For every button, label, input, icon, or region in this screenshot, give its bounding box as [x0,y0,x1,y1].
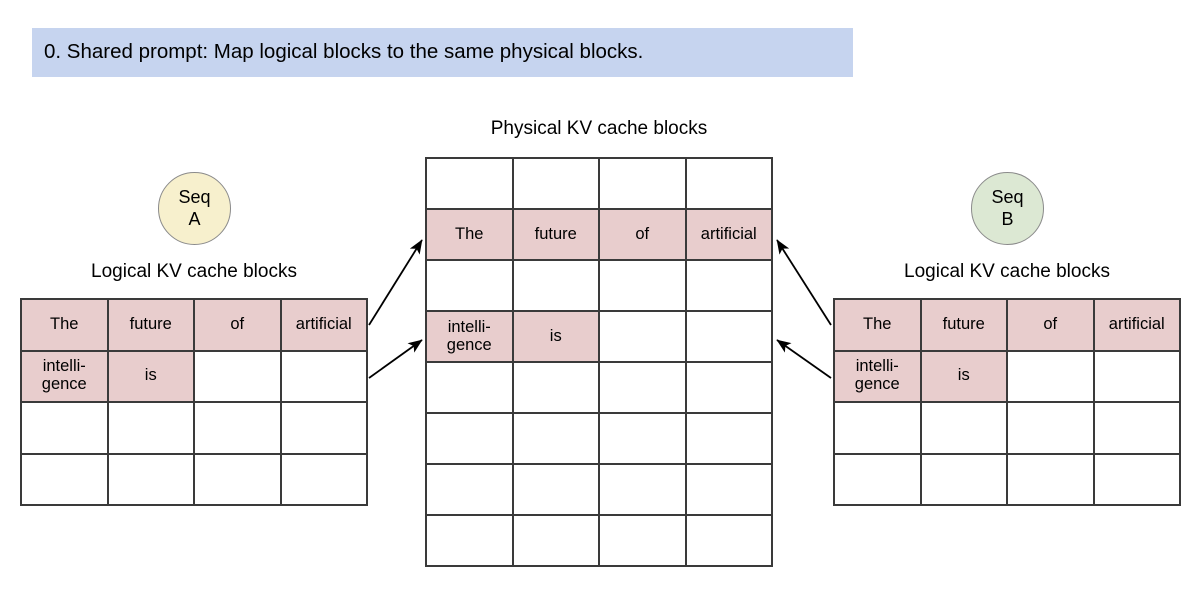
logical-b-cell-r1-c1: The [835,300,922,352]
arrow-right-row2-to-physical-row4 [776,339,832,379]
logical-b-cell-r2-c3 [1008,351,1095,403]
physical-cell-r2-c3: of [600,210,687,261]
seq-b-badge: Seq B [971,172,1044,245]
seq-a-badge: Seq A [158,172,231,245]
logical-b-cell-r3-c3 [1008,403,1095,455]
physical-cell-r4-c1: intelli- gence [427,312,514,363]
logical-b-cell-r1-c2: future [921,300,1008,352]
logical-b-cell-r3-c1 [835,403,922,455]
physical-cell-r6-c4 [686,414,773,465]
logical-b-cell-r2-c1: intelli- gence [835,351,922,403]
logical-b-cell-r3-c2 [921,403,1008,455]
logical-b-cell-r4-c2 [921,454,1008,506]
physical-cell-r4-c4 [686,312,773,363]
logical-a-cell-r4-c2 [108,454,195,506]
logical-a-cell-r3-c2 [108,403,195,455]
physical-cell-r7-c1 [427,465,514,516]
physical-cell-r5-c3 [600,363,687,414]
physical-cell-r4-c3 [600,312,687,363]
arrow-left-row1-to-physical-row2 [368,239,423,326]
seq-b-label-line2: B [1001,208,1014,229]
logical-a-cell-r4-c3 [195,454,282,506]
logical-a-cell-r3-c3 [195,403,282,455]
logical-b-cell-r4-c4 [1094,454,1181,506]
physical-cell-r5-c2 [513,363,600,414]
physical-cell-r7-c4 [686,465,773,516]
logical-a-cell-r2-c2: is [108,351,195,403]
seq-a-label-line1: Seq [178,187,211,208]
seq-a-label-line2: A [188,208,201,229]
logical-a-cell-r2-c4 [281,351,368,403]
prompt-banner-text: 0. Shared prompt: Map logical blocks to … [44,40,644,64]
logical-a-cell-r1-c3: of [195,300,282,352]
logical-a-cell-r1-c1: The [22,300,109,352]
physical-cell-r3-c1 [427,261,514,312]
logical-a-cell-r4-c4 [281,454,368,506]
seq-b-label-line1: Seq [991,187,1024,208]
physical-cell-r3-c4 [686,261,773,312]
physical-cell-r8-c1 [427,516,514,567]
logical-b-cell-r2-c2: is [921,351,1008,403]
logical-b-cell-r4-c3 [1008,454,1095,506]
physical-cell-r7-c2 [513,465,600,516]
physical-cell-r8-c2 [513,516,600,567]
physical-cell-r2-c1: The [427,210,514,261]
logical-a-cell-r1-c2: future [108,300,195,352]
physical-blocks-caption: Physical KV cache blocks [490,118,708,139]
physical-cell-r1-c4 [686,159,773,210]
prompt-banner: 0. Shared prompt: Map logical blocks to … [32,28,853,77]
physical-cell-r2-c2: future [513,210,600,261]
logical-b-cell-r1-c3: of [1008,300,1095,352]
physical-cell-r1-c2 [513,159,600,210]
arrow-left-row2-to-physical-row4 [368,339,423,379]
logical-blocks-caption-right: Logical KV cache blocks [904,261,1110,282]
logical-a-cell-r2-c3 [195,351,282,403]
logical-a-cell-r3-c4 [281,403,368,455]
logical-a-cell-r3-c1 [22,403,109,455]
physical-cell-r2-c4: artificial [686,210,773,261]
logical-a-cell-r2-c1: intelli- gence [22,351,109,403]
logical-b-cell-r2-c4 [1094,351,1181,403]
physical-cell-r4-c2: is [513,312,600,363]
logical-b-cell-r1-c4: artificial [1094,300,1181,352]
logical-b-cell-r3-c4 [1094,403,1181,455]
logical-b-cell-r4-c1 [835,454,922,506]
physical-cell-r1-c1 [427,159,514,210]
arrow-right-row1-to-physical-row2 [776,239,832,326]
physical-cell-r7-c3 [600,465,687,516]
physical-cell-r3-c2 [513,261,600,312]
logical-a-cell-r4-c1 [22,454,109,506]
physical-cell-r6-c2 [513,414,600,465]
physical-cell-r5-c4 [686,363,773,414]
physical-cell-r6-c3 [600,414,687,465]
physical-cell-r6-c1 [427,414,514,465]
physical-cell-r5-c1 [427,363,514,414]
logical-blocks-caption-left: Logical KV cache blocks [91,261,297,282]
physical-cell-r3-c3 [600,261,687,312]
physical-cell-r1-c3 [600,159,687,210]
physical-cell-r8-c4 [686,516,773,567]
logical-a-cell-r1-c4: artificial [281,300,368,352]
physical-cell-r8-c3 [600,516,687,567]
